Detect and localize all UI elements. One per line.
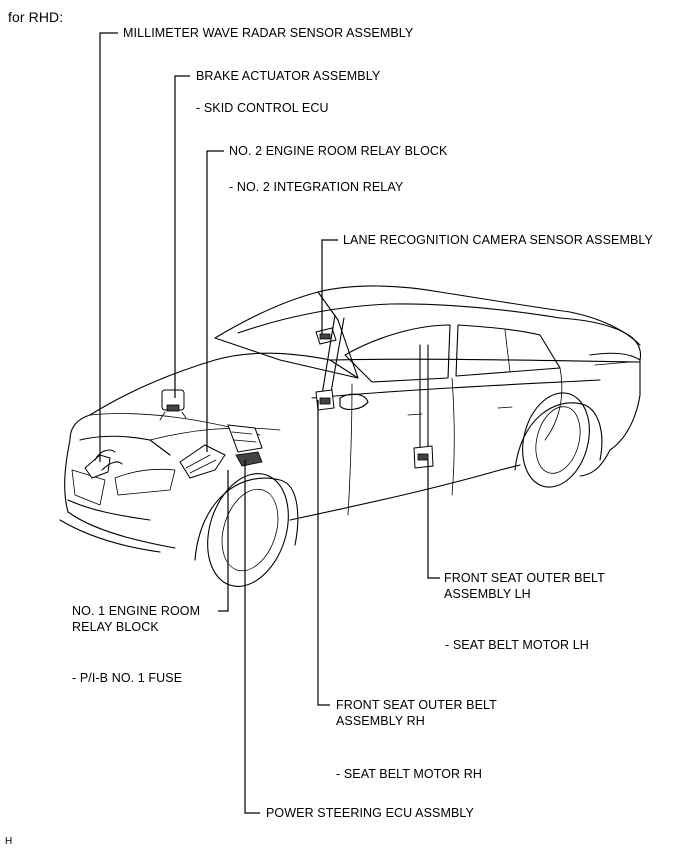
footer-code: H (5, 836, 13, 847)
label-no2-engine-room-relay-block: NO. 2 ENGINE ROOM RELAY BLOCK (229, 144, 448, 158)
label-millimeter-wave-radar: MILLIMETER WAVE RADAR SENSOR ASSEMBLY (123, 26, 414, 40)
label-no1-engine-room-relay-block: NO. 1 ENGINE ROOM RELAY BLOCK (72, 604, 201, 634)
seat-belt-rh-part (315, 314, 345, 411)
label-pib-no1-fuse: - P/I-B NO. 1 FUSE (72, 671, 183, 685)
label-seat-belt-motor-rh: - SEAT BELT MOTOR RH (336, 767, 483, 781)
radar-sensor-part (84, 449, 123, 479)
brake-actuator-part (159, 389, 187, 421)
relay-block-no2-part (227, 424, 263, 453)
seat-belt-lh-part (413, 344, 434, 469)
label-seat-belt-motor-lh: - SEAT BELT MOTOR LH (445, 638, 589, 652)
label-front-seat-belt-rh: FRONT SEAT OUTER BELT ASSEMBLY RH (336, 698, 497, 728)
power-steering-ecu-part (235, 451, 263, 467)
label-no2-integration-relay: - NO. 2 INTEGRATION RELAY (229, 180, 404, 194)
leader-lines (99, 32, 440, 814)
label-power-steering-ecu: POWER STEERING ECU ASSMBLY (266, 806, 474, 820)
relay-block-no1-part (179, 444, 226, 479)
label-front-seat-belt-lh: FRONT SEAT OUTER BELT ASSEMBLY LH (444, 571, 605, 601)
label-brake-actuator: BRAKE ACTUATOR ASSEMBLY (196, 69, 381, 83)
car-outline (59, 285, 642, 587)
label-lane-recognition-camera: LANE RECOGNITION CAMERA SENSOR ASSEMBLY (343, 233, 653, 247)
header-title: for RHD: (8, 9, 64, 25)
label-skid-control-ecu: - SKID CONTROL ECU (196, 101, 329, 115)
